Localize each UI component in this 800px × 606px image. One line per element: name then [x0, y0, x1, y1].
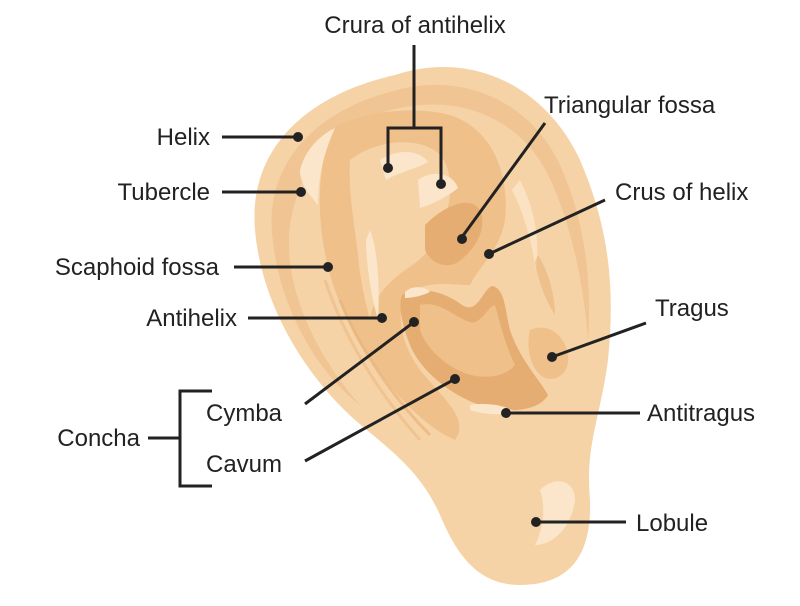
antitragus-dot [501, 408, 511, 418]
helix-dot [293, 132, 303, 142]
labels: Crura of antihelix Triangular fossa Heli… [55, 12, 755, 537]
tragus-groove [535, 255, 555, 315]
concha-inner-shape [420, 304, 515, 377]
crus-of-helix-leader [488, 198, 606, 256]
scaphoid-highlight [366, 230, 379, 320]
concha-highlight [405, 287, 430, 298]
label-cavum: Cavum [206, 451, 282, 478]
triangular-fossa-dot [457, 234, 467, 244]
label-triangular-fossa: Triangular fossa [544, 92, 716, 119]
cymba-dot [409, 317, 419, 327]
tragus-leader [551, 321, 647, 359]
label-tragus: Tragus [655, 295, 729, 322]
helix-highlight [300, 128, 335, 205]
leader-lines [148, 45, 647, 524]
cavum-dot [450, 374, 460, 384]
label-tubercle: Tubercle [118, 179, 210, 206]
cavum-leader [304, 377, 456, 463]
crura-dot-left [383, 163, 393, 173]
scaphoid-fossa-dot [323, 262, 333, 272]
lobule-highlight [535, 481, 575, 545]
label-concha: Concha [57, 425, 140, 452]
label-crura-of-antihelix: Crura of antihelix [324, 12, 505, 39]
ear-illustration [254, 66, 611, 585]
label-lobule: Lobule [636, 510, 708, 537]
triangular-fossa-shape [425, 202, 483, 266]
crura-highlight [380, 151, 428, 180]
crura-highlight-2 [418, 173, 458, 208]
label-scaphoid-fossa: Scaphoid fossa [55, 254, 220, 281]
helix-inner-highlight [512, 180, 538, 270]
lobule-dot [531, 517, 541, 527]
triangular-fossa-leader [460, 122, 547, 238]
antihelix-line-2 [323, 279, 422, 441]
label-cymba: Cymba [206, 400, 283, 427]
leader-dots [293, 132, 557, 527]
label-antihelix: Antihelix [146, 305, 237, 332]
label-helix: Helix [157, 124, 210, 151]
cymba-leader [304, 320, 415, 406]
antihelix-dot [377, 313, 387, 323]
tragus-dot [547, 352, 557, 362]
crura-dot-right [436, 179, 446, 189]
crus-of-helix-dot [484, 249, 494, 259]
crura-leader-bracket [386, 126, 443, 180]
label-crus-of-helix: Crus of helix [615, 179, 748, 206]
tragus-shape [528, 327, 569, 379]
label-antitragus: Antitragus [647, 400, 755, 427]
tubercle-dot [296, 187, 306, 197]
